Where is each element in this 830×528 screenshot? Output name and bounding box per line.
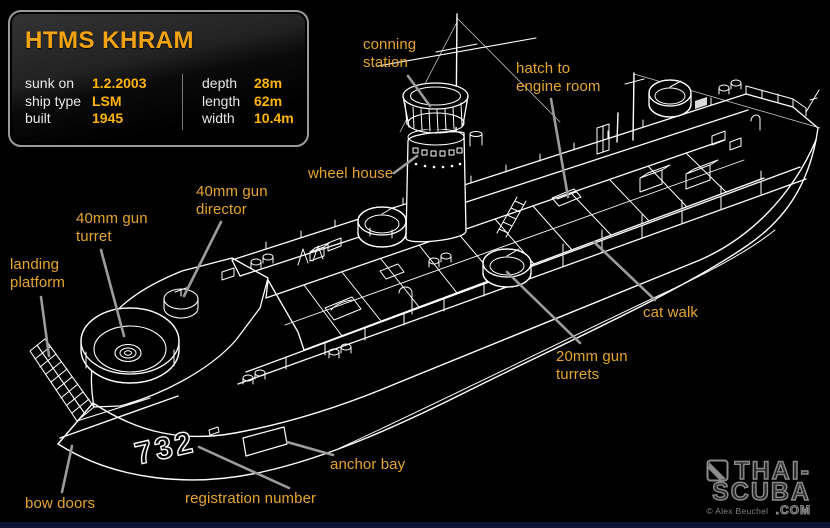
stat-row: ship type LSM [25, 93, 147, 111]
leader-wheel-house [392, 154, 419, 175]
label-registration-number: registration number [185, 490, 317, 507]
stats-divider [182, 74, 183, 130]
leader-gun-director-40mm [182, 220, 223, 298]
label-wheel-house: wheel house [308, 165, 394, 182]
stats-right: depth 28m length 62m width 10.4m [202, 75, 294, 128]
leader-hatch-to-engine-room [549, 97, 570, 199]
label-conning-station: conning station [363, 36, 417, 71]
label-anchor-bay: anchor bay [330, 456, 406, 473]
stat-label: width [202, 110, 235, 126]
label-gun-turret-40mm: 40mm gun turret [76, 210, 148, 245]
leader-anchor-bay [285, 440, 335, 457]
stat-row: built 1945 [25, 110, 147, 128]
hull-registration-number: 732 [131, 424, 198, 472]
stat-label: length [202, 92, 241, 109]
stat-label: built [25, 110, 51, 126]
leader-landing-platform [39, 295, 51, 358]
stern-deck [596, 72, 820, 193]
bottom-edge-strip [0, 522, 830, 528]
stats-left: sunk on 1.2.2003 ship type LSM built 194… [25, 75, 147, 128]
stat-value: 1.2.2003 [92, 75, 147, 91]
stat-label: depth [202, 75, 238, 91]
stat-row: depth 28m [202, 75, 294, 93]
stat-label: ship type [25, 92, 82, 109]
gun-turret-40mm-shape [80, 307, 180, 384]
funnel-stack [469, 131, 483, 147]
stat-value: 62m [254, 92, 283, 109]
thai-scuba-logo[interactable]: THAI- SCUBA © Alex Beuchel .COM [706, 456, 811, 518]
label-cat-walk: cat walk [643, 304, 698, 321]
copyright-text: © Alex Beuchel [706, 506, 769, 516]
leader-bow-doors [60, 444, 74, 494]
stat-value: 28m [254, 75, 283, 91]
leader-gun-turret-40mm [99, 248, 126, 338]
label-gun-turrets-20mm: 20mm gun turrets [556, 348, 628, 383]
ship-title: HTMS KHRAM [25, 27, 194, 54]
leader-lines [39, 74, 657, 494]
label-landing-platform: landing platform [10, 256, 65, 291]
logo-text-thai: THAI- [734, 456, 811, 485]
logo-text-scuba: SCUBA [711, 478, 811, 506]
logo-text-com: .COM [775, 503, 811, 518]
gun-director-40mm-shape [163, 286, 199, 319]
leader-registration-number [197, 445, 291, 490]
gun-turrets-20mm-shape [357, 206, 532, 288]
label-gun-director-40mm: 40mm gun director [196, 183, 268, 218]
stat-row: width 10.4m [202, 110, 294, 128]
anchor-bay-shape [208, 426, 288, 457]
leader-gun-turrets-20mm [505, 270, 582, 345]
stat-value: 1945 [92, 110, 124, 126]
label-bow-doors: bow doors [25, 495, 96, 512]
hull-outline [57, 139, 817, 481]
leader-conning-station [406, 74, 432, 108]
info-panel: HTMS KHRAM sunk on 1.2.2003 ship type LS… [8, 10, 309, 147]
conning-station-shape [402, 82, 469, 134]
stat-row: sunk on 1.2.2003 [25, 75, 147, 93]
leader-cat-walk [592, 240, 657, 302]
stat-value: 10.4m [254, 110, 294, 126]
label-hatch-to-engine-room: hatch to engine room [516, 60, 601, 95]
stat-value: LSM [92, 92, 122, 109]
dive-flag-icon [706, 459, 729, 482]
deck-fittings [221, 79, 761, 385]
stat-row: length 62m [202, 93, 294, 111]
wheel-house-tower [405, 128, 467, 243]
stat-label: sunk on [25, 75, 75, 91]
